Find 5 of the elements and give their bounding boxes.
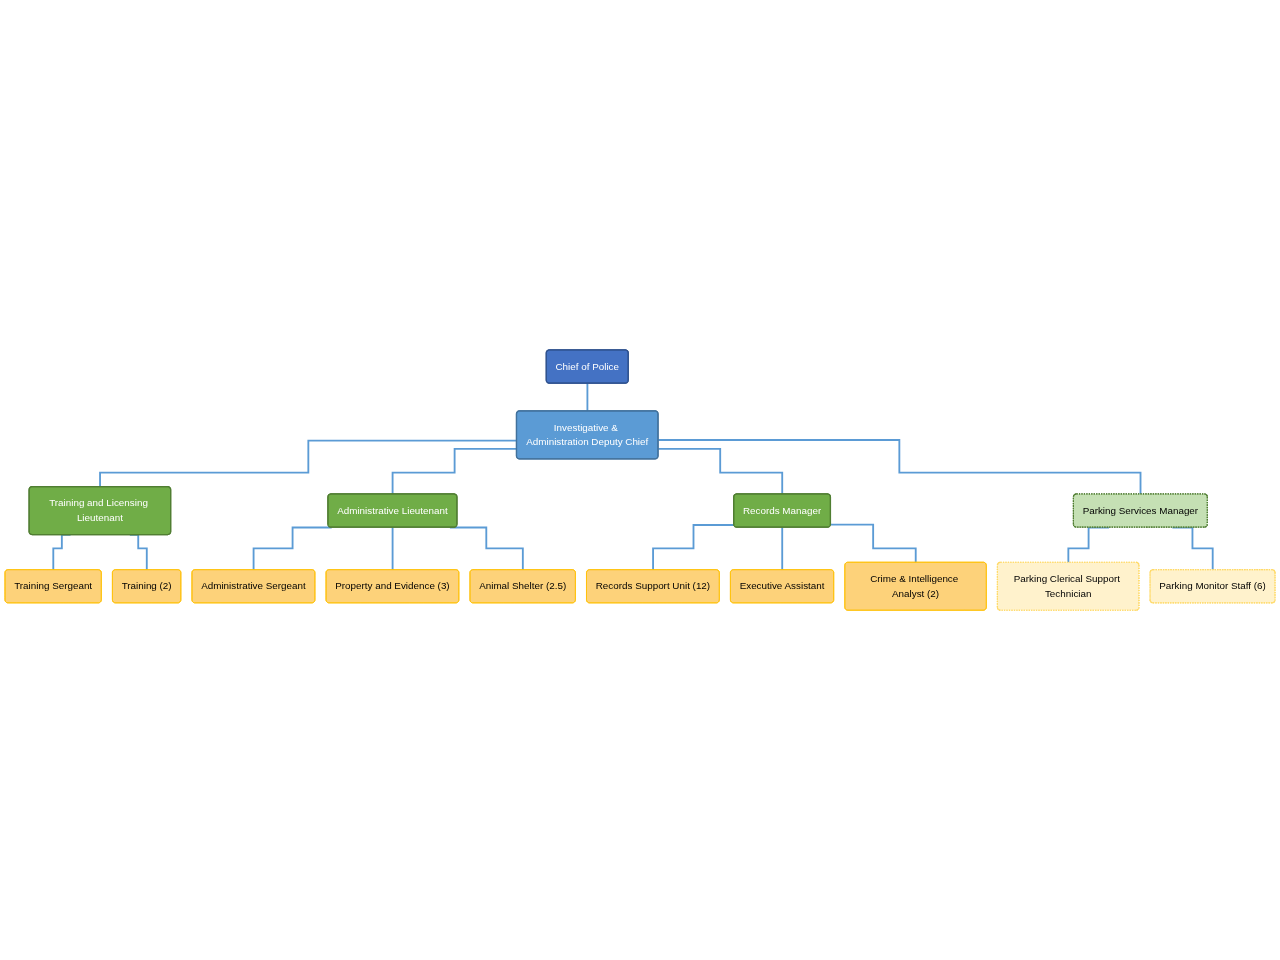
connector — [781, 526, 784, 571]
connector — [391, 526, 394, 571]
connector — [586, 382, 589, 412]
connector — [252, 526, 333, 571]
connector — [829, 523, 917, 564]
